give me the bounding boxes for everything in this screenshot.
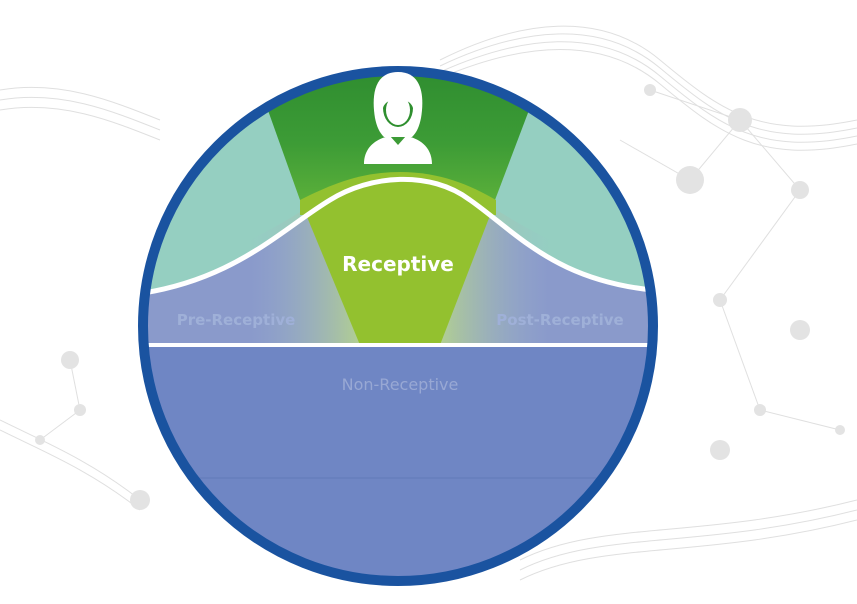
bell-curve-line <box>143 176 653 299</box>
outer-ring <box>138 66 658 586</box>
background-nodes-decoration <box>35 84 845 510</box>
receptive-label: Receptive <box>342 252 454 276</box>
non-receptive-label: Non-Receptive <box>342 375 459 394</box>
right-transition <box>440 200 550 345</box>
woman-avatar-icon <box>364 72 432 164</box>
receptive-wedge-cap <box>300 172 496 215</box>
post-receptive-label: Post-Receptive <box>496 311 623 329</box>
pre-receptive-label: Pre-Receptive <box>177 311 296 329</box>
circle-body <box>143 71 653 581</box>
receptive-wedge <box>300 200 496 345</box>
